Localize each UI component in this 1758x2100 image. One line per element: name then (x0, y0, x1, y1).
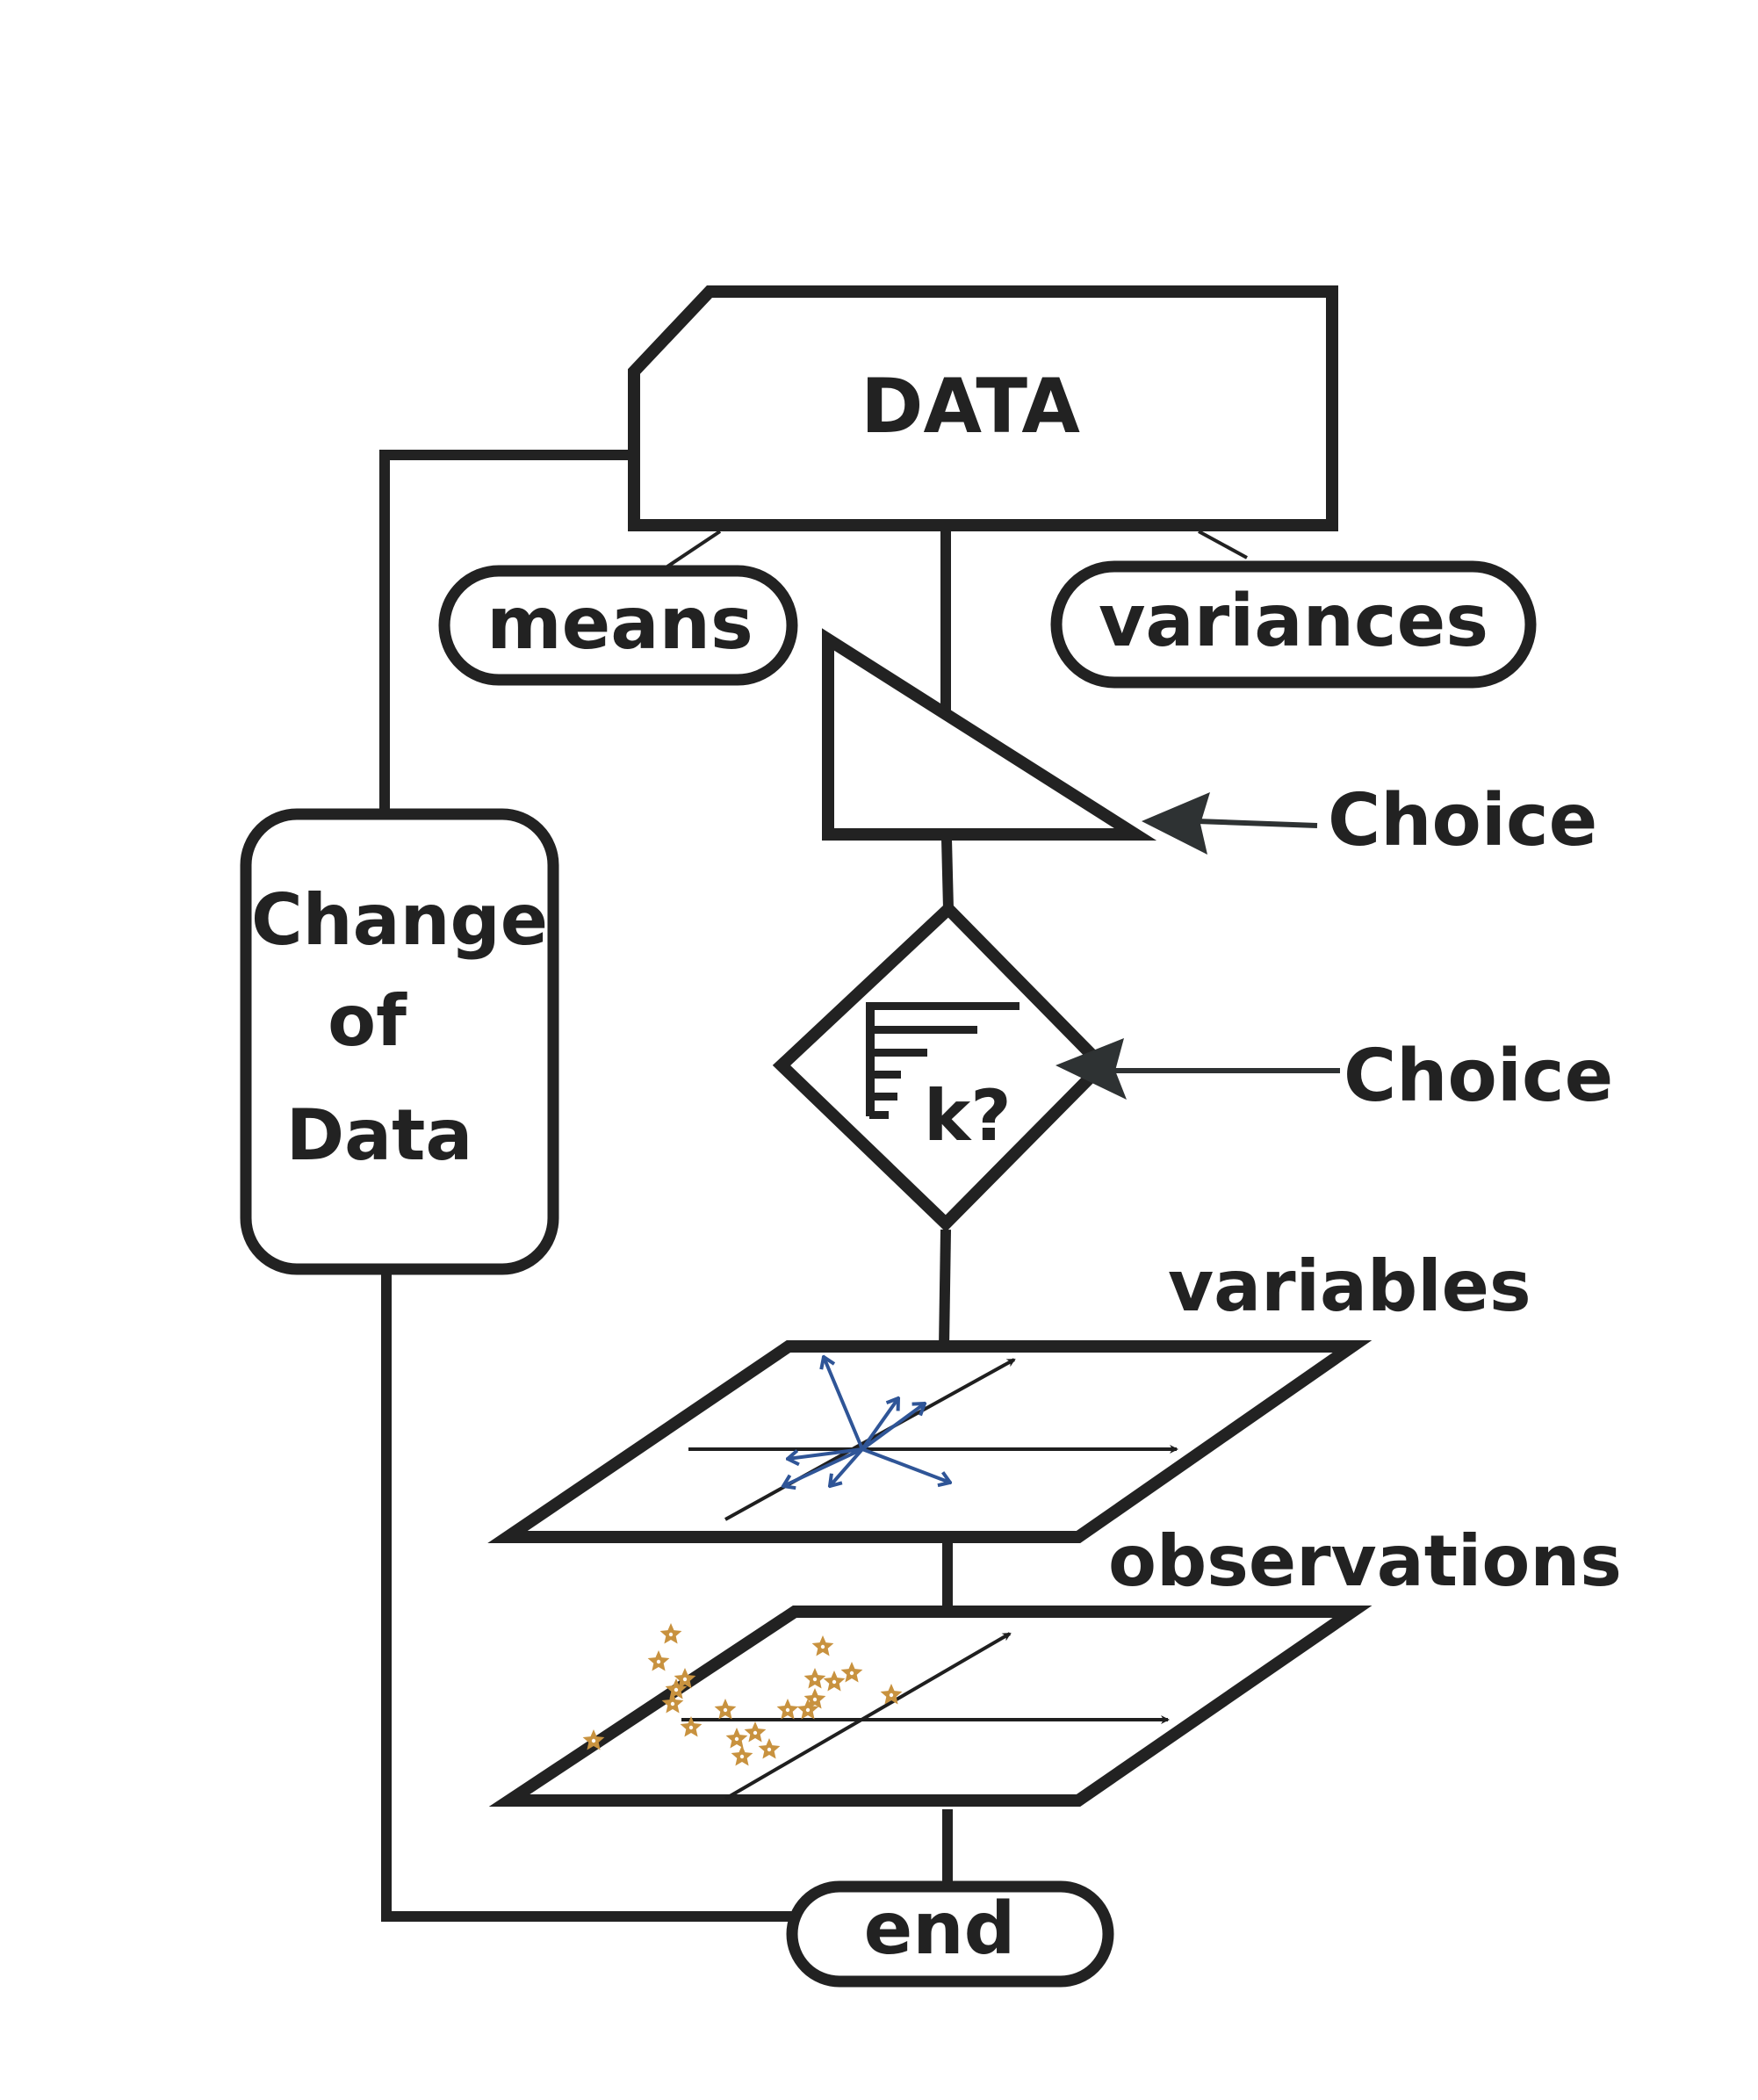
choice-1-arrowhead-icon (1142, 792, 1210, 855)
observation-star-center (591, 1738, 596, 1743)
observation-star-center (785, 1707, 790, 1713)
observations-plane[interactable] (488, 1606, 1373, 1807)
observation-star-center (805, 1707, 811, 1713)
choice-2-arrowhead-icon (1056, 1038, 1127, 1100)
variances-node-label: variances (1099, 580, 1488, 663)
observation-star-center (820, 1644, 825, 1649)
decision-to-variables-connector (939, 1229, 951, 1349)
observation-star-center (832, 1679, 837, 1685)
observation-star-center (674, 1687, 679, 1692)
decision-node[interactable]: k? (772, 900, 1111, 1232)
variable-vector (861, 1398, 898, 1451)
observation-star-center (767, 1747, 772, 1752)
filter-node-shape (822, 628, 1157, 841)
observation-star-center (682, 1677, 688, 1682)
data-node-label: DATA (861, 363, 1080, 451)
means-node-shape (438, 565, 798, 686)
choice-2-label: Choice (1344, 1035, 1613, 1118)
choice-1-label: Choice (1328, 779, 1597, 862)
variables-plane-shape (487, 1340, 1373, 1543)
observation-star-center (889, 1692, 894, 1698)
decision-node-shape (772, 900, 1111, 1232)
end-node-shape (786, 1880, 1114, 1988)
change-of-data-node[interactable]: Change of Data (240, 808, 559, 1275)
variables-label: variables (1168, 1245, 1531, 1327)
end-node-label: end (864, 1887, 1016, 1971)
observations-label: observations (1108, 1520, 1622, 1602)
choice-annotation-1: Choice (1142, 779, 1597, 862)
variances-node-shape (1050, 560, 1537, 689)
loop-connector-bottom (381, 1274, 795, 1922)
observation-star-center (753, 1730, 758, 1736)
variable-vector (824, 1357, 864, 1451)
means-node[interactable]: means (438, 565, 798, 686)
observation-star-center (656, 1659, 661, 1664)
scree-bars-icon (866, 1002, 1019, 1119)
change-of-data-line-3: Data (286, 1094, 473, 1176)
observation-star-center (734, 1736, 739, 1742)
means-link (666, 530, 722, 568)
filter-node[interactable] (822, 628, 1157, 841)
observation-star-center (812, 1697, 818, 1702)
decision-node-label: k? (924, 1075, 1012, 1157)
variables-plane[interactable] (487, 1340, 1373, 1543)
observation-star-center (668, 1632, 674, 1637)
variable-vector (861, 1447, 950, 1483)
end-node[interactable]: end (786, 1880, 1114, 1988)
change-of-data-line-1: Change (251, 879, 548, 961)
variable-vector (788, 1447, 864, 1459)
variable-vector (861, 1404, 925, 1451)
observation-star-center (723, 1707, 728, 1713)
connectors (379, 450, 1248, 1922)
variances-link (1198, 530, 1248, 559)
loop-connector-top (379, 450, 634, 812)
observations-plane-shape (488, 1606, 1373, 1807)
observation-star-center (739, 1754, 745, 1759)
change-of-data-shape (240, 808, 559, 1275)
observation-star-center (812, 1677, 818, 1682)
variances-node[interactable]: variances (1050, 560, 1537, 689)
choice-annotation-2: Choice (1056, 1035, 1613, 1118)
observation-star-center (849, 1671, 854, 1676)
filter-to-decision-connector (941, 838, 954, 910)
data-node-shape (628, 285, 1338, 531)
change-of-data-line-2: of (328, 980, 407, 1062)
observation-star-center (688, 1725, 694, 1730)
observation-star-center (670, 1701, 675, 1707)
variable-vectors-icon (783, 1357, 950, 1486)
data-node[interactable]: DATA (628, 285, 1338, 531)
observations-y-axis (724, 1632, 1012, 1801)
choice-1-arrow-line (1196, 819, 1318, 828)
variable-vector (830, 1447, 864, 1486)
means-node-label: means (486, 582, 753, 666)
observation-stars-icon (582, 1623, 903, 1766)
variable-vector (783, 1447, 864, 1486)
